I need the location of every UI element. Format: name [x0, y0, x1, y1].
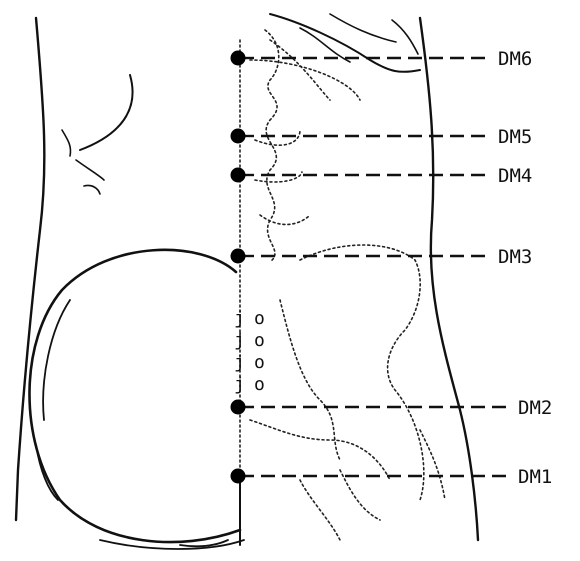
acupoint-label-DM1: DM1: [518, 466, 552, 488]
svg-text:j: j: [234, 374, 245, 395]
acupoint-marker-DM2: [231, 400, 246, 415]
svg-text:o: o: [254, 352, 265, 373]
acupoint-DM2: DM2: [231, 397, 553, 419]
acupoint-label-DM6: DM6: [498, 48, 532, 70]
acupoint-DM4: DM4: [231, 165, 533, 187]
svg-text:o: o: [254, 308, 265, 329]
acupoint-marker-DM1: [231, 469, 246, 484]
acupoint-DM1: DM1: [231, 466, 553, 488]
svg-text:j: j: [234, 330, 245, 351]
acupoint-marker-DM6: [231, 51, 246, 66]
sacral-foramina: j o j o j o j o: [234, 308, 265, 395]
acupoint-marker-DM5: [231, 129, 246, 144]
acupoint-marker-DM3: [231, 249, 246, 264]
acupoint-label-DM2: DM2: [518, 397, 552, 419]
acupoint-label-DM5: DM5: [498, 126, 532, 148]
acupoint-marker-DM4: [231, 168, 246, 183]
svg-text:o: o: [254, 374, 265, 395]
body-outline: [16, 18, 478, 540]
acupoint-DM3: DM3: [231, 246, 533, 268]
spine-outline: [240, 14, 445, 540]
svg-text:o: o: [254, 330, 265, 351]
svg-text:j: j: [234, 308, 245, 329]
buttocks-outline: [29, 250, 244, 549]
acupoint-label-DM4: DM4: [498, 165, 532, 187]
acupoint-label-DM3: DM3: [498, 246, 532, 268]
svg-text:j: j: [234, 352, 245, 373]
